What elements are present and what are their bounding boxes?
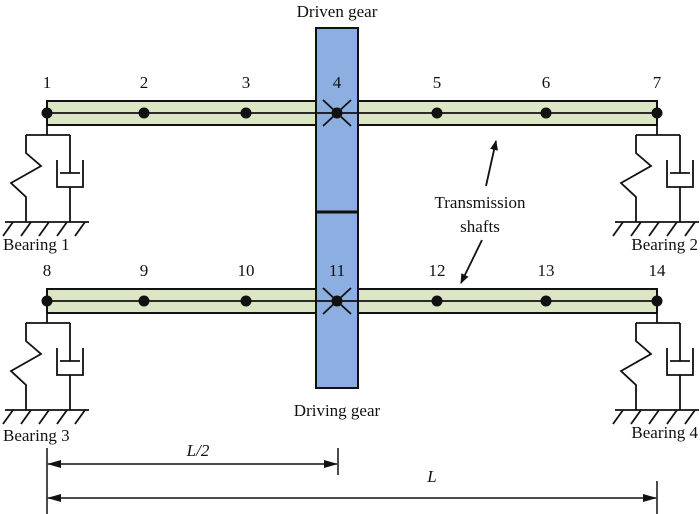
- top-node-label-7: 7: [653, 73, 662, 92]
- bearing-1-label: Bearing 1: [3, 235, 70, 254]
- top-shaft-nodes: 1 2 3 4 5 6 7: [41, 73, 663, 119]
- top-node-point-2: [138, 107, 150, 119]
- bottom-node-point-10: [240, 295, 252, 307]
- driven-gear: [315, 27, 359, 213]
- bottom-node-label-8: 8: [43, 261, 52, 280]
- driven-gear-label: Driven gear: [297, 2, 378, 21]
- arrow-to-bottom-shaft: [460, 239, 483, 284]
- bearing-4-spring-damper-icon: [612, 313, 699, 425]
- arrow-to-top-shaft: [485, 140, 498, 187]
- top-node-label-1: 1: [43, 73, 52, 92]
- top-node-label-4: 4: [333, 73, 342, 92]
- top-node-label-6: 6: [542, 73, 551, 92]
- bottom-node-point-9: [138, 295, 150, 307]
- top-node-label-5: 5: [433, 73, 442, 92]
- top-node-label-2: 2: [140, 73, 149, 92]
- bottom-node-point-12: [431, 295, 443, 307]
- top-node-point-5: [431, 107, 443, 119]
- bottom-node-label-10: 10: [238, 261, 255, 280]
- bottom-shaft-nodes: 8 9 10 11 12 13 14: [41, 261, 667, 307]
- bearing-3-spring-damper-icon: [2, 313, 89, 425]
- bottom-node-label-14: 14: [649, 261, 667, 280]
- transmission-shafts-label-line2: shafts: [460, 217, 500, 236]
- bottom-node-label-11: 11: [329, 261, 345, 280]
- top-node-point-4: [331, 107, 343, 119]
- bottom-node-label-12: 12: [429, 261, 446, 280]
- bearing-3-label: Bearing 3: [3, 426, 70, 445]
- bearing-1-spring-damper-icon: [2, 125, 89, 237]
- bearing-4-label: Bearing 4: [631, 423, 698, 442]
- bearings: [2, 125, 699, 425]
- dim-full-label: L: [426, 467, 436, 486]
- transmission-shafts-label-line1: Transmission: [434, 193, 526, 212]
- top-node-point-3: [240, 107, 252, 119]
- bottom-node-point-11: [331, 295, 343, 307]
- bottom-node-point-14: [651, 295, 663, 307]
- bottom-node-label-9: 9: [140, 261, 149, 280]
- top-node-point-7: [651, 107, 663, 119]
- bearing-2-label: Bearing 2: [631, 235, 698, 254]
- top-node-point-1: [41, 107, 53, 119]
- bottom-node-point-8: [41, 295, 53, 307]
- dim-half-label: L/2: [186, 441, 210, 460]
- bottom-node-label-13: 13: [538, 261, 555, 280]
- top-node-point-6: [540, 107, 552, 119]
- bottom-node-point-13: [540, 295, 552, 307]
- top-node-label-3: 3: [242, 73, 251, 92]
- driving-gear-label: Driving gear: [294, 401, 381, 420]
- bearing-2-spring-damper-icon: [612, 125, 699, 237]
